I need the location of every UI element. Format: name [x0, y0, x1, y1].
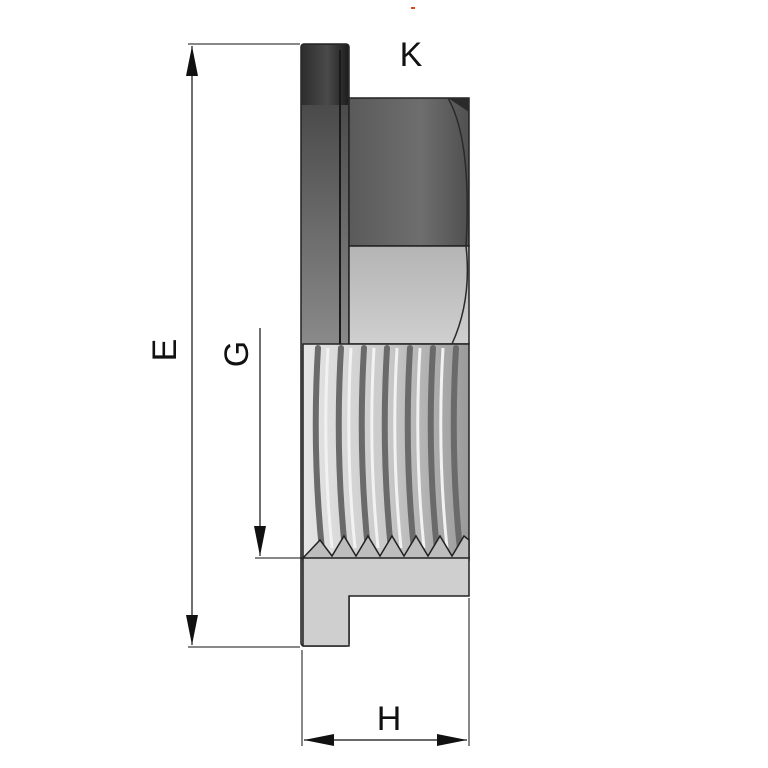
thread-highlights [324, 347, 449, 549]
dimension-k: K [400, 7, 423, 74]
thread-profile-teeth [302, 534, 470, 561]
hex-lower-face [348, 245, 470, 345]
dim-g-arrow-bottom [254, 526, 266, 556]
lower-body [302, 557, 470, 647]
dim-h-arrow-left [304, 734, 334, 746]
lower-body-shape [302, 557, 470, 647]
dimension-g: G [218, 328, 302, 559]
dim-h-label: H [377, 700, 402, 738]
hex-section [348, 97, 470, 345]
hex-corner-dark [448, 98, 469, 112]
thread-grooves [312, 345, 463, 553]
dim-k-label: K [400, 36, 423, 74]
hex-chamfer-curve [447, 97, 469, 345]
thread-section [302, 343, 470, 561]
dim-e-label: E [146, 339, 184, 362]
dimension-e: E [146, 43, 300, 648]
dim-e-arrow-bottom [186, 615, 198, 645]
flange-top-shade [302, 45, 348, 105]
hex-upper-face [348, 97, 470, 247]
dim-e-arrow-top [186, 46, 198, 76]
dim-h-arrow-right [437, 734, 467, 746]
dimension-h: H [301, 598, 470, 746]
dim-g-label: G [218, 341, 256, 367]
